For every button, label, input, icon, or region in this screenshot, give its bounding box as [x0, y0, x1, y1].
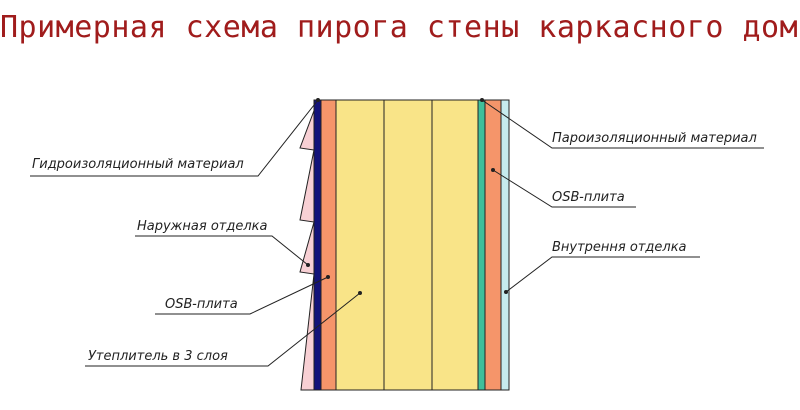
- vapor-barrier-label: Пароизоляционный материал: [552, 131, 757, 146]
- leader-dot: [316, 98, 320, 102]
- leader-dot: [491, 168, 495, 172]
- vapor-barrier-leader: [481, 99, 764, 149]
- leader-dot: [504, 290, 508, 294]
- osb-outer-leader: [155, 276, 329, 315]
- leader-dot: [306, 263, 310, 267]
- osb-outer-label: OSB-плита: [165, 297, 238, 312]
- osb-outer-layer: [320, 99, 337, 391]
- hydro-barrier-leader: [30, 99, 319, 177]
- interior-finish-layer: [500, 99, 510, 391]
- osb-inner-leader: [492, 169, 636, 208]
- vapor-barrier-layer: [477, 99, 486, 391]
- interior-finish-label: Внутрення отделка: [552, 240, 687, 255]
- outer-finish-label: Наружная отделка: [137, 219, 267, 234]
- insulation-label: Утеплитель в 3 слоя: [88, 349, 228, 364]
- osb-inner-label: OSB-плита: [552, 190, 625, 205]
- hydro-barrier-label: Гидроизоляционный материал: [32, 157, 244, 172]
- osb-inner-layer: [484, 99, 502, 391]
- interior-finish-leader: [505, 256, 700, 293]
- insulation-leader: [85, 292, 361, 367]
- hydro-barrier-layer: [313, 99, 322, 391]
- leader-dot: [480, 98, 484, 102]
- insulation-layer: [335, 99, 479, 391]
- outer-finish-leader: [135, 235, 309, 266]
- leader-dot: [326, 275, 330, 279]
- diagram-title: Примерная схема пирога стены каркасного …: [0, 10, 800, 45]
- leader-dot: [358, 291, 362, 295]
